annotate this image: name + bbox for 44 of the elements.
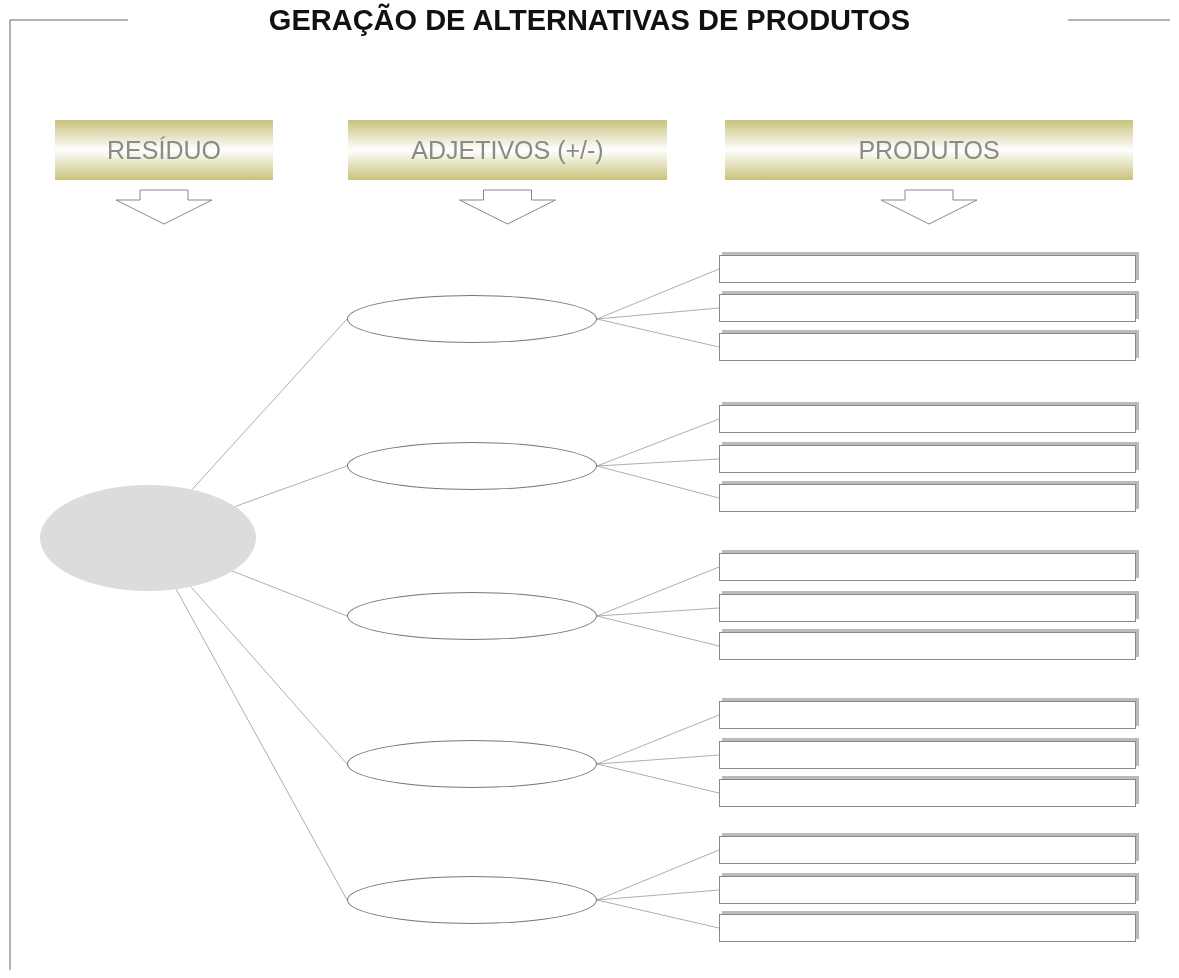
connector-line: [234, 465, 348, 507]
blank-box: [719, 405, 1136, 433]
connector-line: [596, 763, 720, 794]
connector-line: [596, 465, 720, 499]
header-band: [55, 120, 273, 180]
header-text: PRODUTOS: [858, 135, 1000, 165]
connector-line: [596, 714, 720, 765]
connector-line: [232, 570, 348, 617]
blank-box: [719, 914, 1136, 942]
connector-line: [596, 899, 720, 929]
blank-box: [719, 632, 1136, 660]
blank-box: [719, 484, 1136, 512]
blank-box: [719, 445, 1136, 473]
header-text: ADJETIVOS (+/-): [411, 135, 604, 165]
blank-box: [719, 876, 1136, 904]
connector-line: [596, 418, 720, 467]
block-arrow: [880, 189, 978, 225]
block-arrow: [115, 189, 213, 225]
blank-box: [719, 553, 1136, 581]
blank-box: [719, 701, 1136, 729]
header-band: [348, 120, 667, 180]
block-arrow: [459, 189, 556, 225]
connector-line: [596, 458, 720, 467]
connector-line: [596, 754, 720, 765]
diagram-title: GERAÇÃO DE ALTERNATIVAS DE PRODUTOS: [268, 4, 911, 36]
connector-line: [596, 615, 720, 647]
connector-line: [190, 586, 348, 765]
connector-line: [596, 268, 720, 320]
blank-box: [719, 779, 1136, 807]
blank-box: [719, 594, 1136, 622]
connector-line: [596, 607, 720, 617]
connector-line: [596, 318, 720, 348]
blank-box: [719, 836, 1136, 864]
blank-box: [719, 255, 1136, 283]
header-text: RESÍDUO: [107, 135, 221, 165]
connector-line: [596, 889, 720, 901]
blank-box: [719, 333, 1136, 361]
connector-line: [596, 566, 720, 617]
blank-box: [719, 294, 1136, 322]
connector-line: [596, 307, 720, 320]
blank-box: [719, 741, 1136, 769]
header-band: [725, 120, 1133, 180]
connector-line: [596, 849, 720, 901]
connector-line: [191, 318, 348, 490]
